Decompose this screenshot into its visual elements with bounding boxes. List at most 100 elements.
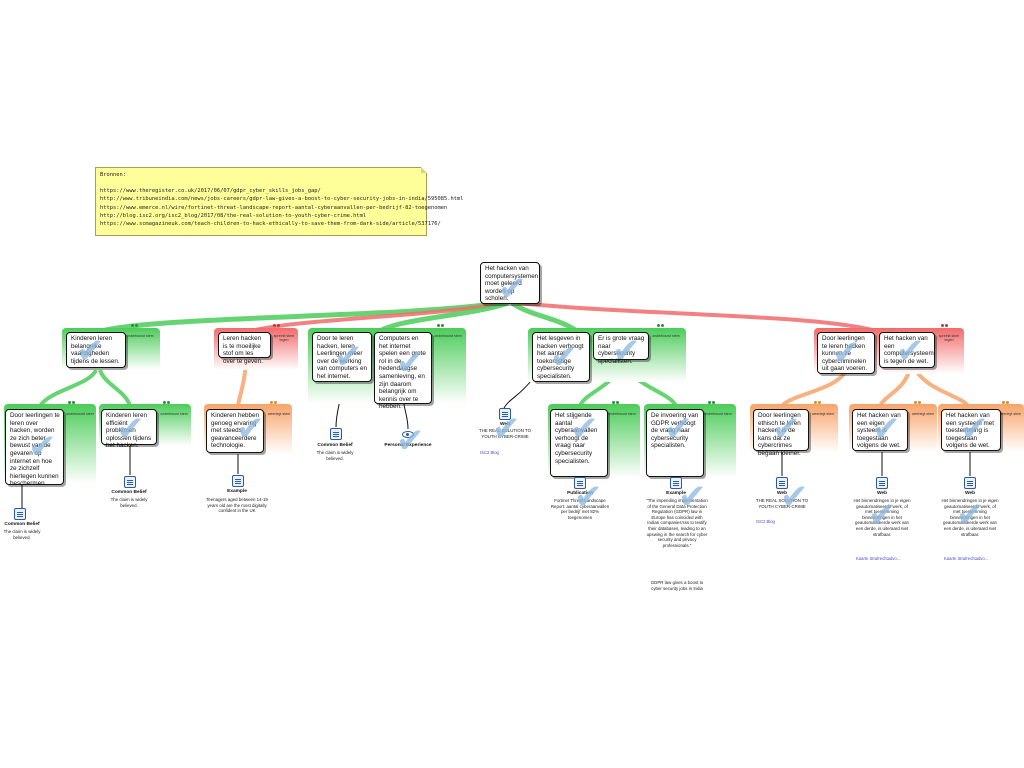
check-icon: ✔ [780, 477, 809, 517]
status-dot [661, 324, 664, 327]
rebuttal-text: Door leerlingen ethisch te leren hacken,… [758, 412, 801, 457]
check-icon: ✔ [498, 269, 527, 309]
evidence-title: Example [666, 491, 686, 496]
reason-box[interactable]: Kinderen leren efficiënt problemen oplos… [101, 409, 157, 449]
premise-text: Het hacken van een computersysteem is te… [884, 335, 934, 365]
check-icon: ✔ [896, 331, 925, 371]
check-icon: ✔ [574, 477, 603, 517]
check-icon: ✔ [76, 331, 105, 371]
web-icon [776, 477, 788, 489]
check-icon: ✔ [396, 421, 425, 461]
status-dot [1006, 401, 1009, 404]
check-icon: ✔ [334, 337, 363, 377]
evidence-title: Example [227, 489, 247, 494]
note-fold-corner [421, 167, 427, 173]
check-icon: ✔ [570, 409, 599, 449]
premise-box[interactable]: Door te leren hacken, leren Leerlingen m… [312, 332, 372, 382]
status-dot [914, 401, 917, 404]
status-dot [814, 401, 817, 404]
source-link[interactable]: http://blog.isc2.org/isc2_blog/2017/08/t… [100, 212, 367, 219]
rebuttal-tag: weerlegt stem [267, 412, 291, 416]
example-icon [670, 477, 682, 489]
root-claim-text: Het hacken van computersystemen moet gel… [485, 265, 539, 303]
evidence-title: Web [964, 491, 976, 496]
evidence-link[interactable]: ISC2 Blog [756, 519, 775, 524]
premise-box[interactable]: Door leerlingen te leren hacken kunnen z… [817, 332, 875, 374]
evidence-text: Het binnendringen in je eigen geautomati… [941, 498, 999, 537]
reason-box[interactable]: Het stijgende aantal cyberaanvallen verh… [550, 409, 608, 477]
status-dot [167, 401, 170, 404]
root-claim[interactable]: Het hacken van computersystemen moet gel… [480, 262, 540, 304]
evidence-title: Common Belief [317, 443, 353, 448]
status-dot [270, 401, 273, 404]
evidence-link[interactable]: Kaarte Strafrechtadvo... [944, 556, 989, 561]
source-link[interactable]: https://www.theregister.co.uk/2017/06/07… [100, 188, 321, 195]
evidence-text: THE REAL SOLUTION TO YOUTH CYBER-CRIME [755, 498, 809, 509]
reason-box[interactable]: De invoering van GDPR verhoogt de vraag … [646, 409, 704, 477]
evidence-link[interactable]: ISC2 Blog [480, 450, 499, 455]
rebuttal-tag: weerlegt stem [998, 412, 1022, 416]
reason-box[interactable]: Door leerlingen te leren over hacken, wo… [5, 409, 64, 488]
objection-text: Leren hacken is te moeilijke stof om les… [223, 335, 263, 365]
evidence-link[interactable]: Kaarte Strafrechtadvo... [856, 556, 901, 561]
evidence-title: Web [499, 422, 511, 427]
status-dot [163, 401, 166, 404]
reason-tag: onderbouwt stem [434, 334, 462, 338]
reason-tag: onderbouwt stem [608, 412, 636, 416]
reason-text: Door leerlingen te leren over hacken, wo… [10, 412, 60, 488]
status-dot [945, 324, 948, 327]
evidence-text: "The impending implementation of the Gen… [646, 498, 708, 548]
status-dot [1002, 401, 1005, 404]
status-dot [657, 324, 660, 327]
premise-box[interactable]: Het hacken van een computersysteem is te… [879, 332, 935, 368]
rebuttal-box[interactable]: Kinderen hebben genoeg ervaring met stee… [206, 409, 264, 453]
rebuttal-box[interactable]: Door leerlingen ethisch te leren hacken,… [753, 409, 809, 457]
status-dot [708, 401, 711, 404]
check-icon: ✔ [492, 409, 521, 449]
evidence-text: The claim is widely believed. [316, 450, 354, 461]
status-dot [135, 324, 138, 327]
rebuttal-box[interactable]: Het hacken van een eigen systeem is toeg… [852, 409, 908, 451]
premise-text: Door leerlingen te leren hacken kunnen z… [822, 335, 868, 373]
objection-box[interactable]: Leren hacken is te moeilijke stof om les… [218, 332, 271, 365]
note-label: Bronnen: [100, 172, 126, 178]
status-dot [131, 324, 134, 327]
evidence-title: Common Belief [111, 490, 147, 495]
common-belief-icon [14, 508, 26, 520]
source-link[interactable]: https://www.emerce.nl/wire/fortinet-thre… [100, 204, 448, 211]
evidence-title: Personal Experience [384, 443, 432, 448]
evidence-title: Common Belief [4, 522, 40, 527]
source-link[interactable]: http://www.tribuneindia.com/news/jobs-ca… [100, 196, 464, 203]
status-dot [918, 401, 921, 404]
reason-text: Kinderen leren belangrijke vaardigheden … [71, 335, 120, 365]
premise-text: Het lesgeven in hacken verhoogt het aant… [537, 335, 584, 380]
evidence-title: Publication [567, 491, 593, 496]
reason-box[interactable]: Kinderen leren belangrijke vaardigheden … [66, 332, 126, 368]
evidence-text: THE REAL SOLUTION TO YOUTH CYBER-CRIME [478, 428, 532, 439]
rebuttal-tag: weerlegt stem [811, 412, 835, 416]
status-dot [277, 324, 280, 327]
web-icon [964, 477, 976, 489]
status-dot [441, 324, 444, 327]
rebuttal-box[interactable]: Het hacken van een systeem met toestemmi… [941, 409, 1001, 451]
reason-text: De invoering van GDPR verhoogt de vraag … [651, 412, 699, 450]
check-icon: ✔ [772, 409, 801, 449]
rebuttal-text: Het hacken van een systeem met toestemmi… [946, 412, 994, 450]
premise-box[interactable]: Er is grote vraag naar cybersecurity spe… [593, 332, 649, 365]
objection-tag: spreekt stem tegen [938, 334, 960, 343]
evidence-text: GDPR law gives a boost to cyber security… [650, 580, 704, 591]
reason-tag: onderbouwt stem [160, 412, 188, 416]
evidence-text: Het binnendringen in je eigen geautomati… [853, 498, 911, 537]
reason-tag: onderbouwt stem [652, 334, 680, 338]
web-icon [499, 408, 511, 420]
web-icon [876, 477, 888, 489]
premise-box[interactable]: Computers en het internet spelen een gro… [374, 332, 432, 410]
status-dot [818, 401, 821, 404]
reason-tag: onderbouwt stem [126, 334, 154, 338]
premise-box[interactable]: Het lesgeven in hacken verhoogt het aant… [532, 332, 590, 382]
status-dot [941, 324, 944, 327]
check-icon: ✔ [868, 495, 897, 535]
check-icon: ✔ [550, 337, 579, 377]
source-link[interactable]: https://www.scmagazineuk.com/teach-child… [100, 221, 441, 228]
